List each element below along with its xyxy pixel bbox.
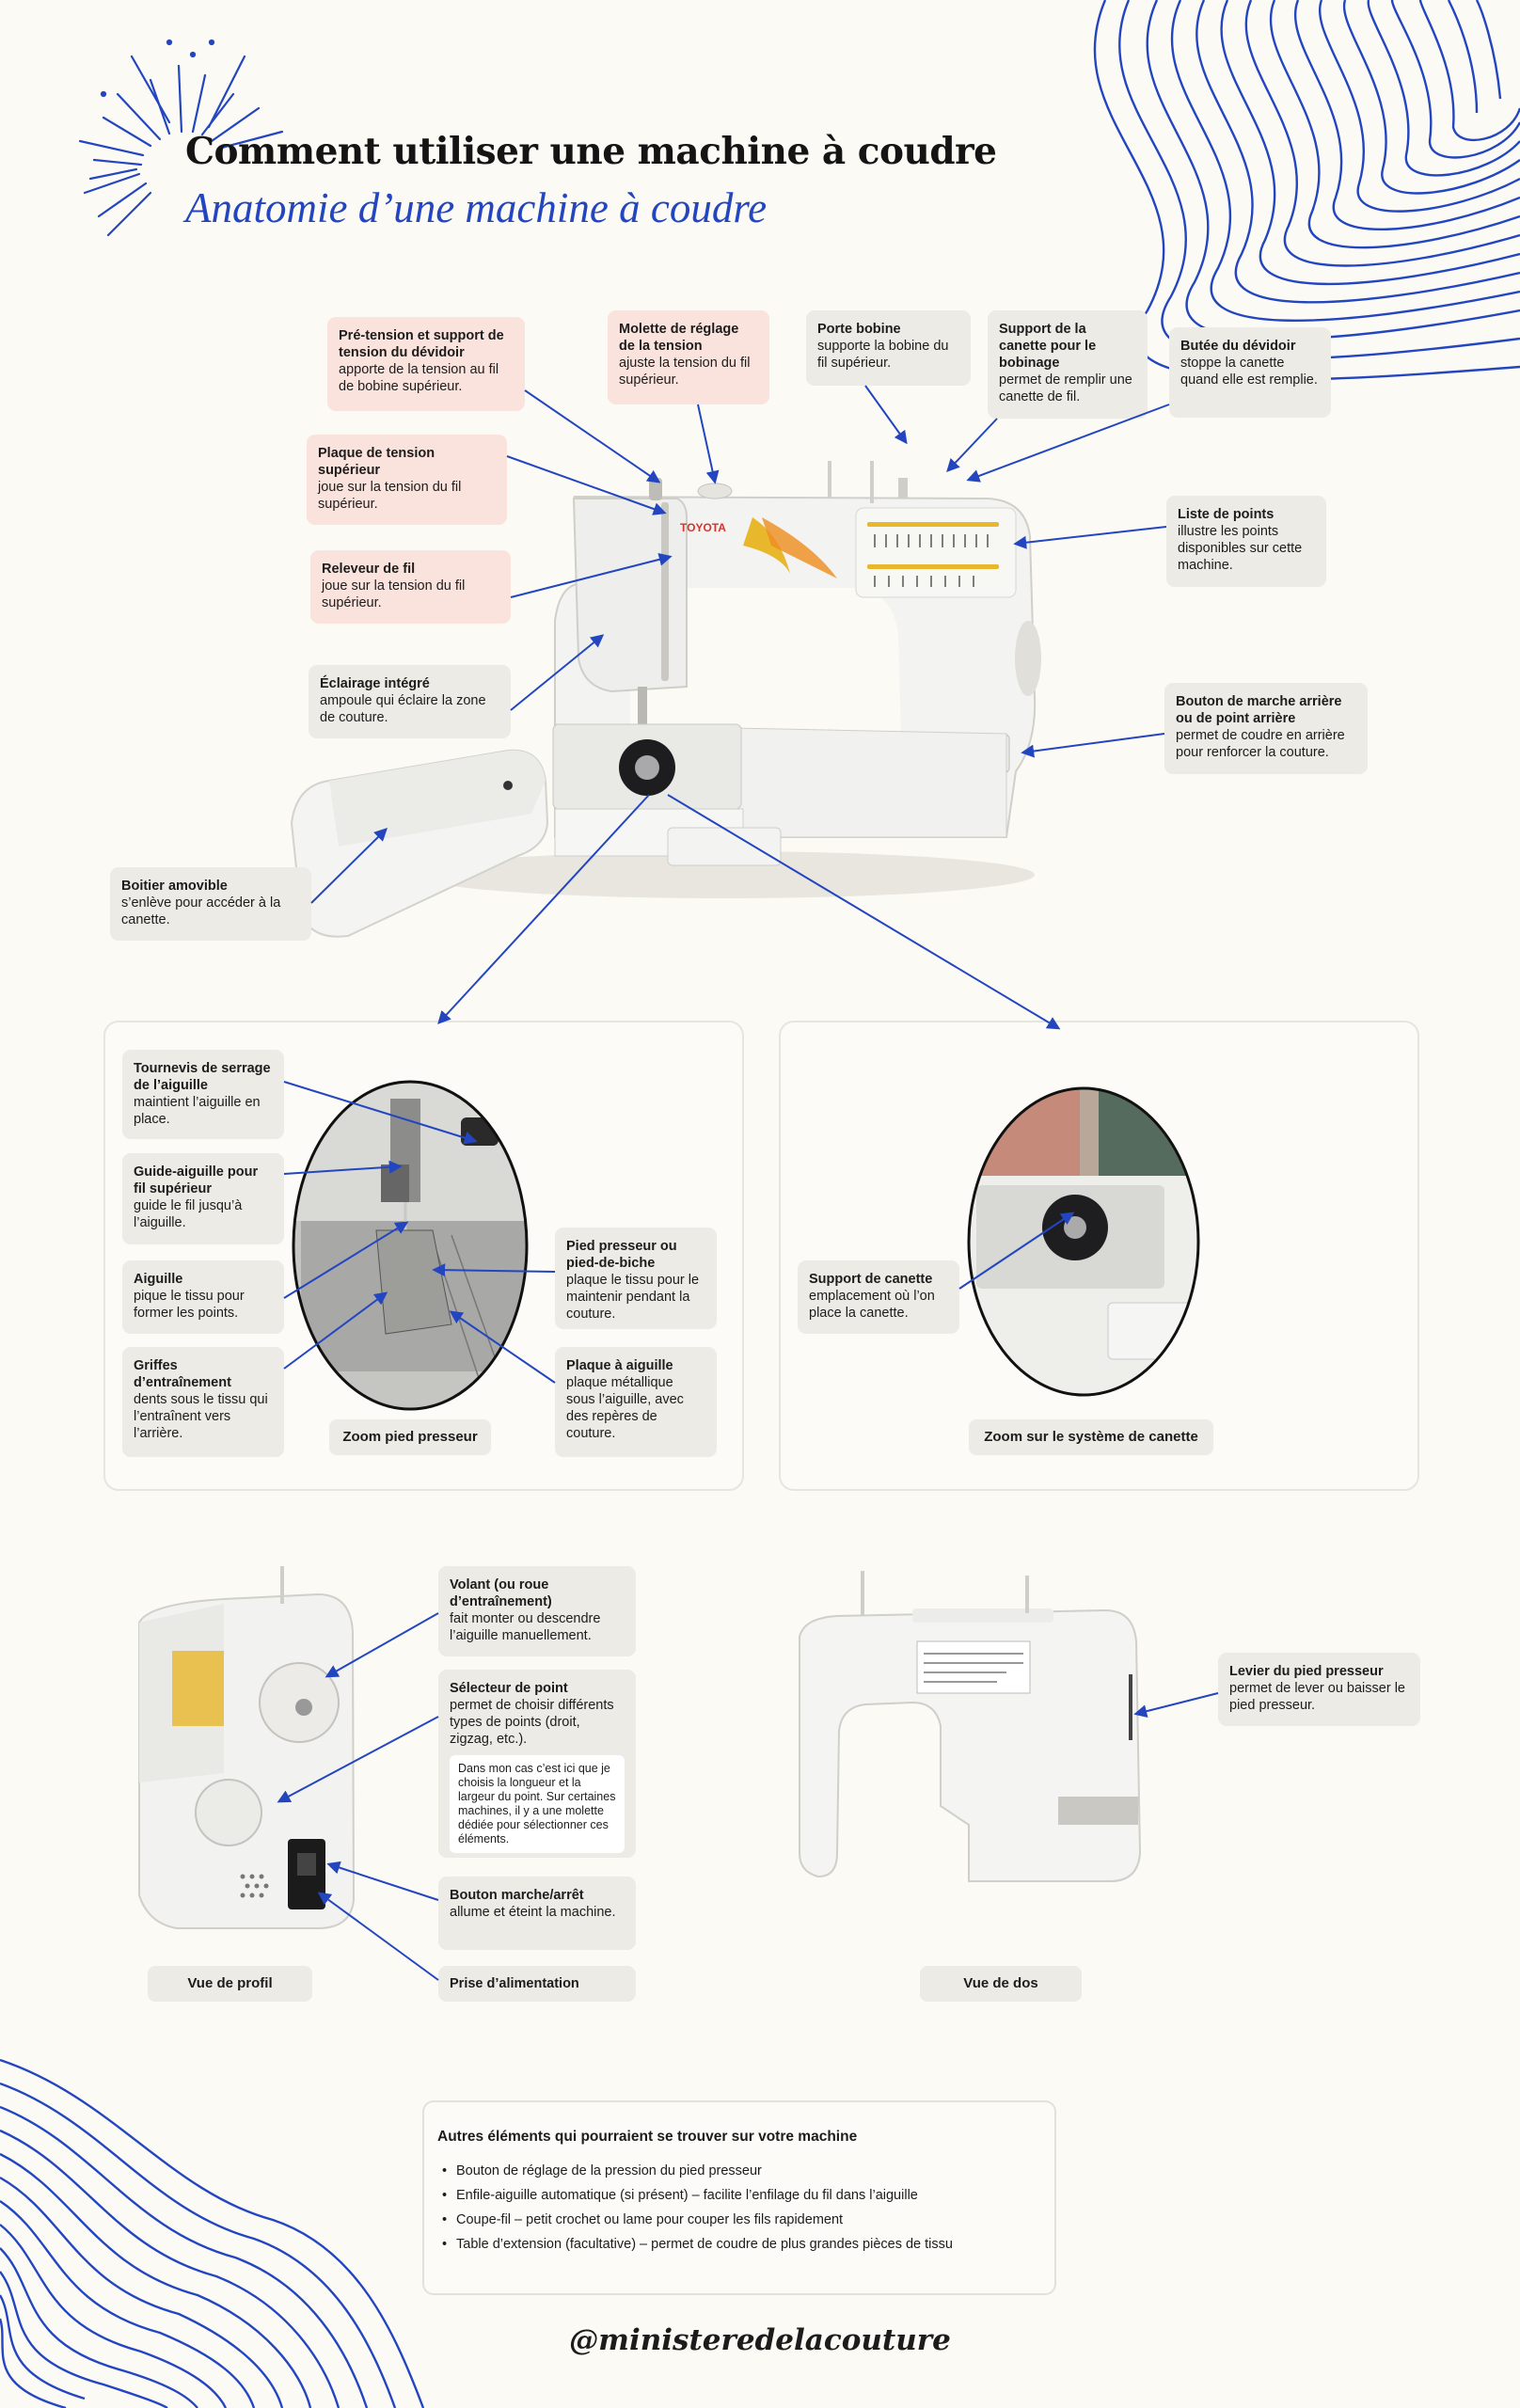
callout-plaque-aiguille: Plaque à aiguille plaque métallique sous… [555,1347,717,1457]
back-view-image [799,1571,1142,1882]
callout-releveur: Releveur de fil joue sur la tension du f… [310,550,511,624]
zoom-canette-image [967,1086,1200,1397]
callout-support-canette: Support de canette emplacement où l’on p… [798,1260,959,1334]
callout-marche-arriere: Bouton de marche arrière ou de point arr… [1164,683,1368,774]
list-item: Enfile-aiguille automatique (si présent)… [442,2183,1041,2208]
profile-view-image [138,1566,356,1929]
callout-guide-aiguille: Guide-aiguille pour fil supérieur guide … [122,1153,284,1244]
callout-boitier: Boitier amovible s’enlève pour accéder à… [110,867,311,941]
callout-levier: Levier du pied presseur permet de lever … [1218,1653,1420,1726]
callout-tournevis: Tournevis de serrage de l’aiguille maint… [122,1050,284,1139]
callout-pretension: Pré-tension et support de tension du dév… [327,317,525,411]
page-title: Comment utiliser une machine à coudre [185,130,997,173]
callout-molette: Molette de réglage de la tension ajuste … [608,310,769,404]
callout-prise: Prise d’alimentation [438,1966,636,2002]
machine-brand-label: TOYOTA [680,521,726,534]
callout-griffes: Griffes d’entraînement dents sous le tis… [122,1347,284,1457]
selecteur-note: Dans mon cas c’est ici que je choisis la… [450,1755,625,1853]
callout-liste-points: Liste de points illustre les points disp… [1166,496,1326,587]
zoom-presser-image [292,1080,529,1411]
callout-marche-arret: Bouton marche/arrêt allume et éteint la … [438,1877,636,1950]
list-item: Coupe-fil – petit crochet ou lame pour c… [442,2208,1041,2232]
callout-porte-bobine: Porte bobine supporte la bobine du fil s… [806,310,971,386]
callout-support-canette-bobinage: Support de la canette pour le bobinage p… [988,310,1148,419]
label-vue-profil: Vue de profil [148,1966,312,2002]
sunburst-decoration [78,39,284,237]
label-vue-dos: Vue de dos [920,1966,1082,2002]
callout-eclairage: Éclairage intégré ampoule qui éclaire la… [309,665,511,738]
callout-pied-presseur: Pied presseur ou pied-de-biche plaque le… [555,1228,717,1329]
list-item: Bouton de réglage de la pression du pied… [442,2159,1041,2183]
wave-lines-bottom-left [0,2058,425,2408]
list-item: Table d’extension (facultative) – permet… [442,2232,1041,2257]
callout-volant: Volant (ou roue d’entraînement) fait mon… [438,1566,636,1656]
callout-selecteur: Sélecteur de point permet de choisir dif… [438,1670,636,1858]
callout-aiguille: Aiguille pique le tissu pour former les … [122,1260,284,1334]
footer-handle: @ministeredelacouture [569,2323,951,2357]
wave-lines-top-right [1093,0,1520,381]
other-elements-heading: Autres éléments qui pourraient se trouve… [437,2129,858,2145]
removable-case-image [290,749,549,938]
other-elements-list: Bouton de réglage de la pression du pied… [437,2159,1041,2257]
callout-butee: Butée du dévidoir stoppe la canette quan… [1169,327,1331,418]
other-elements-box: Autres éléments qui pourraient se trouve… [422,2100,1056,2295]
callout-plaque-tension: Plaque de tension supérieur joue sur la … [307,435,507,525]
label-zoom-presser: Zoom pied presseur [329,1419,491,1455]
page-subtitle: Anatomie d’une machine à coudre [185,184,768,231]
label-zoom-canette: Zoom sur le système de canette [969,1419,1213,1455]
